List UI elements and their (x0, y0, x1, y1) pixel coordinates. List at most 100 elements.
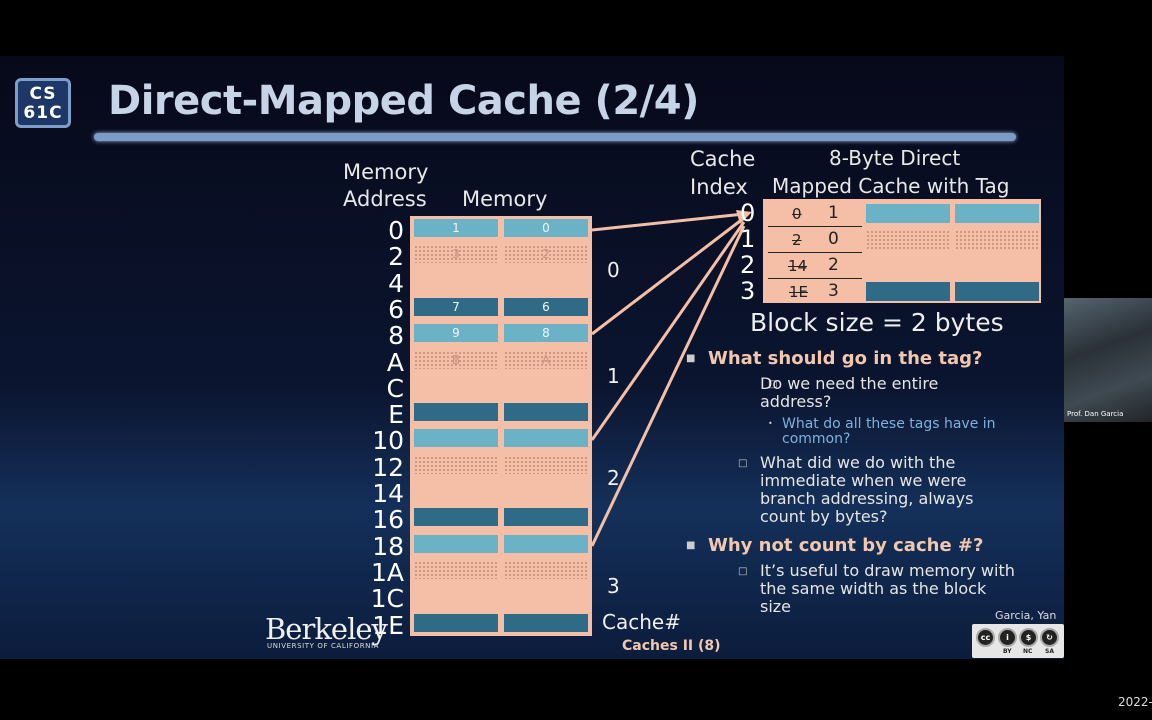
memory-address-label: 16 (372, 505, 404, 535)
cache-tag-1: 0 (828, 229, 839, 249)
cache-data-cell (866, 256, 950, 275)
memory-cell-right (504, 613, 588, 632)
bullet-cache-number-question: Why not count by cache #? (708, 535, 984, 556)
cache-old-tag-1: 2 (792, 231, 802, 249)
memory-cell-left: 1 (414, 219, 498, 237)
bullet-line: Do we need the entire (760, 374, 939, 393)
cache-number-3: 3 (607, 574, 620, 598)
memory-address-label: 12 (372, 452, 404, 482)
memory-cell-right: 6 (504, 297, 588, 316)
bullet-line: size (760, 597, 792, 616)
memory-address-label: 1E (372, 610, 404, 640)
cc-icon: cc (976, 628, 995, 647)
memory-cell-left (414, 534, 498, 553)
memory-address-label: 18 (372, 531, 404, 561)
cache-number-1: 1 (607, 364, 620, 388)
cache-tag-0: 1 (828, 203, 839, 223)
memory-cell-right (504, 429, 588, 448)
memory-cell-right: A (504, 350, 588, 369)
bullet-draw-memory: It’s useful to draw memory with the same… (760, 562, 1015, 616)
cache-number-label: Cache# (602, 610, 681, 634)
slide-title: Direct-Mapped Cache (2/4) (108, 78, 699, 124)
cache-index-header-2: Index (690, 175, 748, 199)
memory-address-label: C (386, 373, 404, 403)
bullet-entire-address: Do we need the entire address? (760, 375, 938, 411)
arrow-mem8 (591, 216, 745, 336)
memory-cell-left: 9 (414, 324, 498, 343)
cache-table-header-2: Mapped Cache with Tag (772, 174, 1010, 198)
cache-old-tag-0: 0 (792, 205, 802, 223)
cache-number-0: 0 (607, 258, 620, 282)
memory-cell-right (504, 508, 588, 527)
memory-cell-right: 8 (504, 324, 588, 343)
memory-address-header-1: Memory (343, 160, 429, 184)
memory-address-label: 6 (388, 294, 404, 324)
memory-address-label: 14 (372, 479, 404, 508)
cache-data-cell (955, 204, 1039, 223)
memory-cell-right (504, 560, 588, 579)
block-size-label: Block size = 2 bytes (750, 308, 1004, 337)
memory-cell-right (504, 534, 588, 553)
cache-row-divider (768, 252, 862, 253)
bullet-line: common? (782, 431, 851, 447)
bullet-line: What do all these tags have in (782, 416, 996, 432)
bullet-marker: • (768, 419, 773, 428)
cache-data-cell (866, 282, 950, 301)
memory-address-label: 1C (370, 584, 404, 614)
memory-cell-right: 2 (504, 245, 588, 264)
logo-text-line2: 61C (23, 103, 63, 123)
memory-address-label: 10 (372, 426, 404, 456)
cache-data-cell (955, 256, 1039, 275)
sa-icon: ↻ (1040, 628, 1059, 647)
cache-tag-3: 3 (828, 281, 839, 301)
memory-address-label: 4 (388, 268, 404, 298)
bullet-line: the same width as the block (760, 579, 987, 598)
cc-nc-label: NC (1023, 648, 1033, 655)
timestamp: 2022- (1118, 695, 1152, 709)
memory-cell-left (414, 429, 498, 448)
bullet-line: address? (760, 392, 832, 411)
arrow-mem0 (591, 212, 745, 232)
arrow-mem10 (590, 221, 746, 441)
nc-icon: $ (1019, 628, 1038, 647)
memory-cell-left: B (414, 350, 498, 369)
webcam-label: Prof. Dan Garcia (1067, 410, 1124, 418)
memory-cell-left: 3 (414, 245, 498, 264)
cache-index-3: 3 (740, 277, 756, 305)
memory-cell-left (414, 613, 498, 632)
cache-row-divider (768, 278, 862, 279)
bullet-tag-question: What should go in the tag? (708, 348, 983, 369)
webcam-feed: Prof. Dan Garcia (1064, 298, 1152, 422)
memory-cell-right (504, 455, 588, 474)
memory-cell-right (504, 403, 588, 422)
memory-cell-left (414, 403, 498, 422)
bullet-marker: □ (768, 379, 778, 390)
arrowhead (736, 210, 752, 224)
memory-address-label: A (386, 347, 404, 377)
berkeley-logo: Berkeley (265, 612, 388, 646)
bullet-line: It’s useful to draw memory with (760, 561, 1015, 580)
deck-footer: Caches II (8) (622, 638, 721, 654)
slide: CS 61C Direct-Mapped Cache (2/4) Memory … (0, 56, 1064, 659)
logo-text-line1: CS (29, 84, 57, 104)
memory-address-header-2: Address (343, 187, 427, 211)
bullet-line: What did we do with the (760, 453, 956, 472)
bullet-immediate: What did we do with the immediate when w… (760, 454, 973, 526)
memory-cell-left: 7 (414, 297, 498, 316)
bullet-marker: ■ (686, 353, 696, 364)
by-icon: i (998, 628, 1017, 647)
cache-old-tag-3: 1E (789, 283, 809, 301)
cache-index-2: 2 (740, 251, 756, 279)
arrow-mem18 (590, 225, 746, 547)
bullet-marker: □ (738, 458, 748, 469)
cc-by-label: BY (1003, 648, 1012, 655)
memory-cell-left (414, 560, 498, 579)
memory-address-label: 2 (388, 242, 404, 272)
berkeley-subtitle: UNIVERSITY OF CALIFORNIA (267, 642, 380, 650)
mapping-arrows (590, 210, 752, 547)
memory-address-label: E (388, 400, 404, 430)
memory-address-label: 8 (388, 321, 404, 351)
cache-data-cell (866, 204, 950, 223)
memory-address-label: 1A (370, 557, 404, 587)
